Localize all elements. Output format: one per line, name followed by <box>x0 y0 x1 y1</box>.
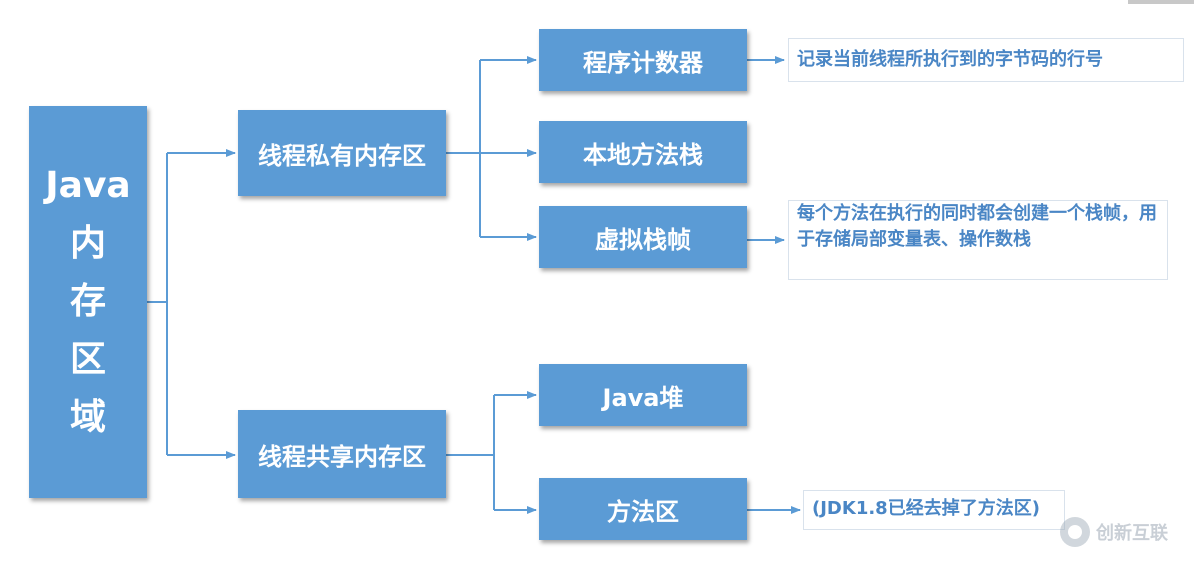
vm-stack-frame-note-text: 每个方法在执行的同时都会创建一个栈帧，用于存储局部变量表、操作数栈 <box>797 203 1157 250</box>
method-area-note-text: (JDK1.8已经去掉了方法区) <box>812 498 1040 519</box>
program-counter-note: 记录当前线程所执行到的字节码的行号 <box>788 38 1184 82</box>
program-counter-label: 程序计数器 <box>583 48 703 77</box>
connector-shared-trunk <box>446 395 495 510</box>
program-counter-note-text: 记录当前线程所执行到的字节码的行号 <box>797 49 1103 70</box>
thread-shared-memory-box: 线程共享内存区 <box>238 410 446 498</box>
top-edge-bar <box>1128 0 1194 4</box>
program-counter-box: 程序计数器 <box>539 29 747 91</box>
native-method-stack-box: 本地方法栈 <box>539 121 747 183</box>
java-heap-label: Java堆 <box>602 383 684 412</box>
watermark-text: 创新互联 <box>1096 523 1168 544</box>
java-heap-box: Java堆 <box>539 364 747 426</box>
root-label-line: 区 <box>69 339 106 380</box>
connector-private-trunk <box>446 60 481 237</box>
root-label-line: 域 <box>69 397 106 438</box>
connector-root-trunk <box>147 153 168 455</box>
thread-shared-memory-label: 线程共享内存区 <box>258 442 426 471</box>
watermark-logo-icon <box>1060 517 1090 547</box>
vm-stack-frame-note: 每个方法在执行的同时都会创建一个栈帧，用于存储局部变量表、操作数栈 <box>788 200 1168 280</box>
root-label-line: 内 <box>69 223 106 264</box>
method-area-label: 方法区 <box>607 497 679 526</box>
root-java-memory-area: Java 内 存 区 域 <box>29 106 147 498</box>
method-area-box: 方法区 <box>539 478 747 540</box>
root-label-line: Java <box>45 165 131 206</box>
vm-stack-frame-box: 虚拟栈帧 <box>539 206 747 268</box>
thread-private-memory-box: 线程私有内存区 <box>238 110 446 196</box>
thread-private-memory-label: 线程私有内存区 <box>258 141 426 170</box>
native-method-stack-label: 本地方法栈 <box>583 140 703 169</box>
vm-stack-frame-label: 虚拟栈帧 <box>595 225 691 254</box>
root-label-line: 存 <box>69 281 106 322</box>
watermark: 创新互联 <box>1060 514 1190 550</box>
method-area-note: (JDK1.8已经去掉了方法区) <box>803 490 1065 530</box>
